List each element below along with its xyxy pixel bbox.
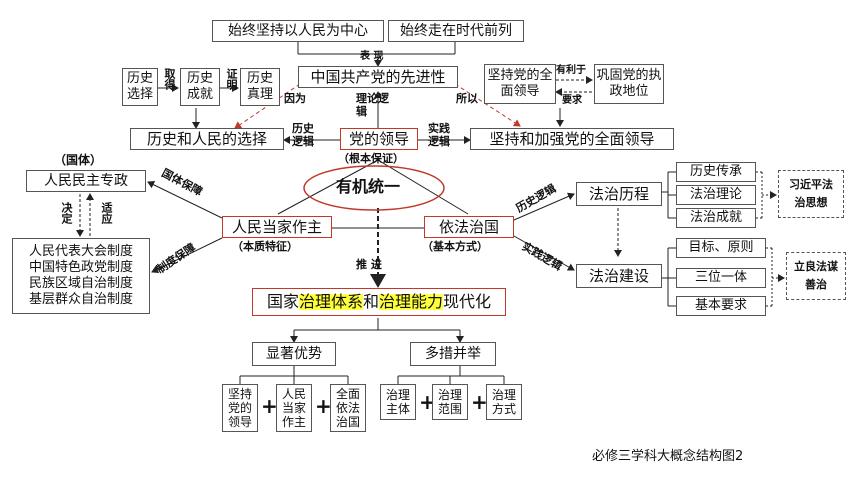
law-build-box: 法治建设 xyxy=(576,264,662,288)
youliyu-label: 有利于 xyxy=(556,65,586,76)
plus-sign: + xyxy=(419,390,436,414)
build-item-goal: 目标、原则 xyxy=(676,238,766,258)
theory-logic-label: 理论逻辑 xyxy=(356,92,389,118)
caption: 必修三学科大概念结构图2 xyxy=(592,449,744,464)
system-item: 中国特色政党制度 xyxy=(28,260,133,275)
system-item: 人民代表大会制度 xyxy=(28,244,133,259)
meas-item-method: 治理方式 xyxy=(486,384,522,420)
plus-sign: + xyxy=(471,390,488,414)
times-front-box: 始终走在时代前列 xyxy=(388,20,524,42)
party-note: （根本保证） xyxy=(338,152,404,165)
modern-pre: 国家 xyxy=(266,292,299,311)
yinwei-label: 因为 xyxy=(284,92,306,105)
practice-logic-label-top: 实践逻辑 xyxy=(428,122,450,148)
law-item-heritage: 历史传承 xyxy=(676,162,756,182)
tuijin-label: 推 进 xyxy=(356,258,382,271)
history-truth-box: 历史真理 xyxy=(240,68,280,106)
modern-post: 现代化 xyxy=(443,292,492,311)
shiying-label: 适应 xyxy=(100,202,113,224)
systems-box: 人民代表大会制度 中国特色政党制度 民族区域自治制度 基层群众自治制度 xyxy=(12,238,150,314)
history-achieve-box: 历史成就 xyxy=(180,68,220,106)
build-item-trinity: 三位一体 xyxy=(676,268,766,288)
governance-capacity: 治理能力 xyxy=(379,292,444,311)
adv-item-people: 人民当家作主 xyxy=(276,384,312,432)
adv-item-law: 全面依法治国 xyxy=(330,384,366,432)
consolidate-box: 巩固党的执政地位 xyxy=(594,64,664,104)
yaoqiu-label: 要求 xyxy=(562,95,582,106)
plus-sign: + xyxy=(261,394,278,418)
uphold-strengthen-box: 坚持和加强党的全面领导 xyxy=(470,128,674,150)
party-advanced-box: 中国共产党的先进性 xyxy=(298,66,458,88)
meas-item-scope: 治理范围 xyxy=(432,384,468,420)
measures-box: 多措并举 xyxy=(410,342,496,366)
history-logic-label-top: 历史逻辑 xyxy=(292,122,314,148)
advantage-box: 显著优势 xyxy=(252,342,336,366)
people-note: （本质特征） xyxy=(232,240,298,253)
history-people-choice-box: 历史和人民的选择 xyxy=(130,128,284,150)
law-item-theory: 法治理论 xyxy=(676,185,756,205)
modern-mid: 和 xyxy=(362,292,379,311)
guoti-label: （国体） xyxy=(54,153,103,167)
governance-system: 治理体系 xyxy=(298,292,363,311)
law-process-box: 法治历程 xyxy=(576,182,662,206)
rule-of-law-box: 依法治国 xyxy=(424,216,514,238)
system-item: 民族区域自治制度 xyxy=(28,276,133,291)
jueding-label: 决定 xyxy=(60,202,73,224)
zhengming-label: 证明 xyxy=(225,68,238,90)
party-leadership-box: 党的领导 xyxy=(340,128,418,150)
law-item-achieve: 法治成就 xyxy=(676,208,756,228)
system-item: 基层群众自治制度 xyxy=(28,292,133,307)
rule-note: （基本方式） xyxy=(422,240,488,253)
organic-unity-label: 有机统一 xyxy=(336,177,401,196)
suoyi-label: 所以 xyxy=(456,92,478,105)
modernization-box: 国家治理体系和治理能力现代化 xyxy=(252,288,506,316)
xi-thought-box: 习近平法治思想 xyxy=(778,170,844,218)
qude-label: 取得 xyxy=(163,68,176,90)
dictatorship-box: 人民民主专政 xyxy=(26,170,146,192)
meas-item-subject: 治理主体 xyxy=(380,384,416,420)
history-choice-box: 历史选择 xyxy=(122,68,158,106)
people-master-box: 人民当家作主 xyxy=(222,216,332,238)
uphold-leadership-box: 坚持党的全面领导 xyxy=(484,64,556,104)
good-law-box: 立良法谋善治 xyxy=(786,252,846,300)
people-centered-box: 始终坚持以人民为中心 xyxy=(212,20,384,42)
build-item-requirements: 基本要求 xyxy=(676,296,766,316)
adv-item-party: 坚持党的领导 xyxy=(222,384,258,432)
biaoxian-label: 表 现 xyxy=(360,51,384,62)
plus-sign: + xyxy=(315,394,332,418)
